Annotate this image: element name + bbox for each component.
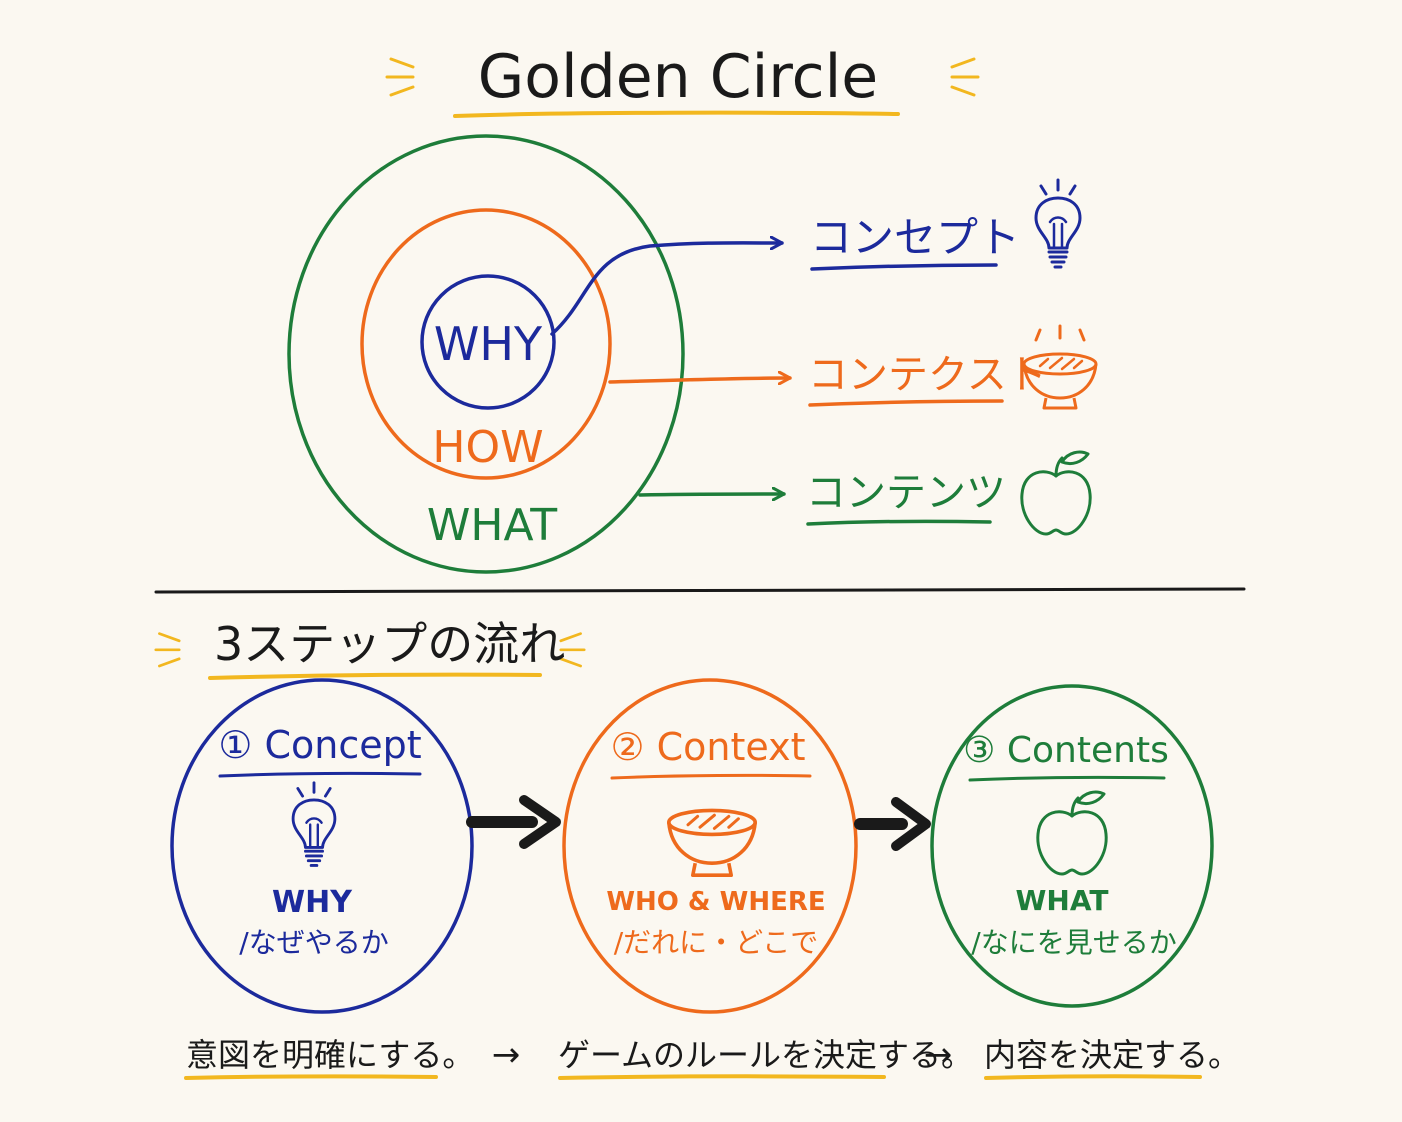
outcome-1-underline [184, 1074, 438, 1080]
outcome-1: 意図を明確にする。 [186, 1036, 474, 1074]
mapping-label-contents: コンテンツ [806, 470, 1006, 516]
why-label: WHY [434, 317, 543, 371]
mapping-concept: コンセプト [810, 178, 1082, 271]
page-title: Golden Circle [478, 42, 878, 112]
step-concept: ① Concept WHY /なぜやるか [170, 678, 474, 1014]
mapping-contents: コンテンツ [806, 450, 1092, 536]
outcome-3-underline [984, 1074, 1202, 1080]
mapping-underline-contents [806, 519, 992, 526]
bowl-icon [666, 808, 758, 878]
step-contents-keyword: WHAT [1016, 884, 1109, 917]
outcome-arrow-1: → [492, 1035, 521, 1075]
what-arrow [638, 494, 786, 495]
golden-circle: WHY HOW WHAT [287, 134, 685, 574]
title-underline [453, 110, 900, 118]
steps-heading-underline [208, 672, 542, 680]
mapping-label-context: コンテクスト [808, 352, 1047, 398]
title-sparkle-right [950, 57, 980, 97]
why-arrow [550, 243, 784, 336]
step-contents-title: ③ Contents [963, 730, 1169, 771]
apple-icon [1020, 450, 1092, 536]
step-contents: ③ Contents WHAT /なにを見せるか [930, 684, 1214, 1008]
lightbulb-icon [1034, 178, 1082, 269]
step-contents-ring [930, 684, 1214, 1008]
step-concept-ring [170, 678, 474, 1014]
step-context-ring [562, 678, 858, 1014]
steps-heading: 3ステップの流れ [214, 617, 565, 671]
how-ring [360, 208, 612, 480]
step-context-keyword: WHO & WHERE [606, 887, 825, 917]
step-context-title: ② Context [610, 725, 805, 769]
apple-icon [1036, 790, 1108, 876]
step-contents-underline [968, 775, 1166, 782]
step-context-underline [610, 773, 812, 780]
mapping-underline-context [808, 399, 1004, 407]
step-concept-title: ① Concept [218, 723, 421, 767]
step-context-desc: /だれに・どこで [614, 926, 819, 959]
section-divider [154, 587, 1246, 594]
outcome-3: 内容を決定する。 [984, 1036, 1240, 1074]
why-ring [420, 274, 556, 410]
step-context: ② Context WHO & WHERE /だれに・どこで [562, 678, 858, 1014]
step-arrow-2 [854, 797, 931, 851]
outcome-2-underline [558, 1074, 886, 1080]
outcomes-row: 意図を明確にする。 → ゲームのルールを決定する。 → 内容を決定する。 [184, 1035, 1240, 1080]
lightbulb-icon [291, 781, 337, 867]
steps-sparkle-left [154, 632, 181, 668]
step-concept-keyword: WHY [272, 885, 353, 920]
mapping-underline-concept [810, 263, 998, 271]
title-sparkle-left [385, 57, 415, 97]
step-arrow-1 [466, 795, 561, 849]
step-concept-desc: /なぜやるか [239, 926, 388, 959]
bowl-steam [1034, 324, 1086, 342]
step-concept-underline [218, 771, 422, 778]
outcome-2: ゲームのルールを決定する。 [558, 1036, 973, 1074]
what-label: WHAT [427, 500, 557, 551]
outcome-arrow-2: → [924, 1035, 953, 1075]
how-label: HOW [432, 422, 543, 473]
mapping-label-concept: コンセプト [810, 213, 1020, 262]
step-contents-desc: /なにを見せるか [971, 926, 1176, 959]
mapping-context: コンテクスト [808, 324, 1098, 410]
how-arrow [608, 378, 792, 382]
what-ring [287, 134, 685, 574]
